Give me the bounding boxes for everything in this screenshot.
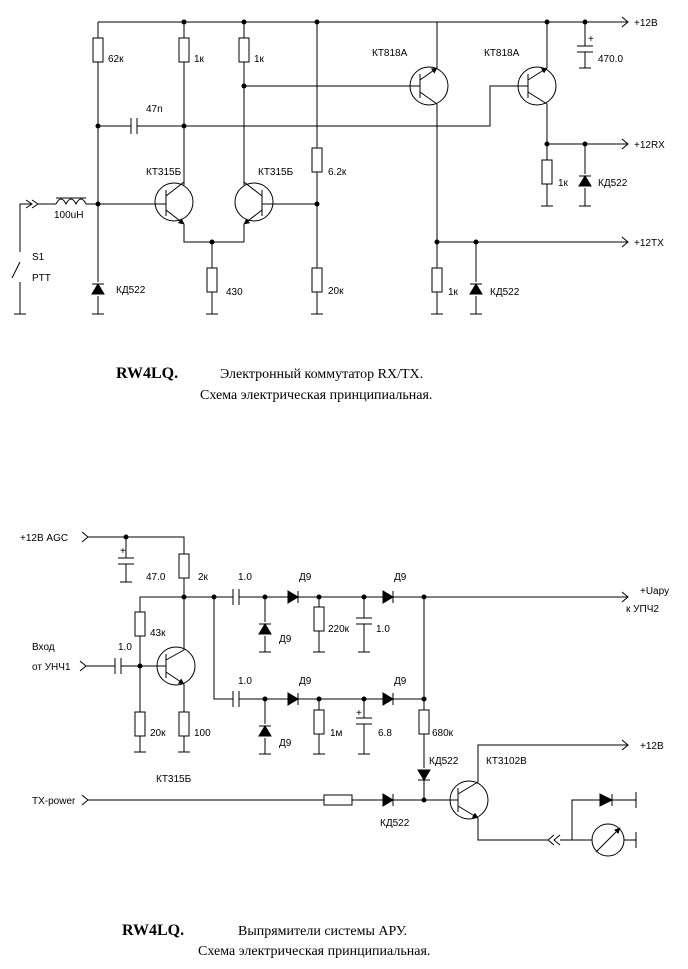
capacitor-label: 470.0 [598, 54, 623, 65]
p12v-label: +12В [640, 741, 664, 752]
resistor-label: 1к [254, 54, 265, 65]
resistor-62k: 62к [92, 22, 124, 205]
transistor-kt315b-b: КТ315Б [209, 62, 317, 245]
rail-12tx: +12TX 1к КД522 [431, 236, 664, 315]
transistor-kt818a-rx: КТ818А [484, 22, 557, 160]
diode-label: Д9 [279, 634, 292, 645]
resistor-43k: 43к 20к [134, 596, 184, 753]
input-12v-agc: +12В AGC + 47.0 2к [20, 531, 209, 650]
capacitor-label: 1.0 [238, 676, 252, 687]
resistor-label: 20к [328, 286, 344, 297]
resistor-1k-a: 1к [178, 22, 205, 185]
transistor-label: КТ3102В [486, 756, 527, 767]
resistor-label: 430 [226, 287, 243, 298]
diode-label: КД522 [598, 178, 628, 189]
resistor-label: 100 [194, 728, 211, 739]
caption-author: RW4LQ. [116, 365, 178, 382]
switch-name: PTT [32, 273, 51, 284]
output-label-1: +Uару [640, 586, 669, 597]
output-label-2: к УПЧ2 [626, 604, 659, 615]
resistor-label: 220к [328, 624, 350, 635]
resistor-label: 1к [558, 178, 569, 189]
input-unch1: Вход от УНЧ1 1.0 [32, 642, 166, 674]
schematic-agc-rectifiers: +12В AGC + 47.0 2к 43к 20к Вход от УНЧ1 … [20, 531, 669, 959]
capacitor-47n: 47n [95, 85, 520, 134]
transistor-label: КТ818А [372, 48, 408, 59]
resistor-label: 680к [432, 728, 454, 739]
diode-label: КД522 [490, 287, 520, 298]
capacitor-label: 1.0 [238, 572, 252, 583]
transistor-q1-kt315b: 100 КТ315Б [156, 646, 211, 785]
svg-text:+: + [120, 546, 126, 557]
diode-label: КД522 [116, 285, 146, 296]
rail-12tx-label: +12TX [634, 238, 664, 249]
transistor-label: КТ818А [484, 48, 520, 59]
rectifier-branch-top: 1.0 Д9 Д9 220к 1.0 Д9 +Uару к УПЧ2 [184, 572, 669, 653]
capacitor-label: 47.0 [146, 572, 166, 583]
schematic-rx-tx-switch: +12В 62к 1к 1к 47n 6.2к 20к [11, 16, 665, 403]
transistor-kt818a-tx: КТ818А [372, 22, 449, 268]
transistor-kt315b-a: КТ315Б [98, 126, 244, 243]
rail-12rx-label: +12RX [634, 140, 665, 151]
switch-ptt: S1 PTT [11, 199, 51, 315]
transistor-label: КТ315Б [258, 167, 294, 178]
diode-label: Д9 [299, 572, 312, 583]
diode-label: Д9 [279, 738, 292, 749]
capacitor-label: 1.0 [376, 624, 390, 635]
input-tx-power: TX-power КД522 [32, 793, 458, 829]
diode-kd522-a: КД522 [91, 205, 146, 315]
transistor-q2-kt3102v: +12В КТ3102В [449, 739, 664, 841]
resistor-label: 6.2к [328, 167, 347, 178]
diode-label: КД522 [380, 818, 410, 829]
diode-label: КД522 [429, 756, 459, 767]
caption2-subtitle: Схема электрическая принципиальная. [198, 944, 430, 959]
input-label-2: от УНЧ1 [32, 662, 71, 673]
meter-indicator [547, 792, 637, 857]
resistor-label: 2к [198, 572, 209, 583]
rail-12rx: +12RX 1к КД522 [541, 138, 665, 207]
rectifier-branch-bottom: 1.0 Д9 Д9 1м + 6.8 Д9 680к КД522 [213, 597, 459, 800]
capacitor-label: 1.0 [118, 642, 132, 653]
divider-6k2-20k: 6.2к 20к [311, 22, 347, 315]
caption-subtitle: Схема электрическая принципиальная. [200, 388, 432, 403]
capacitor-470uf: + 470.0 [577, 22, 623, 69]
inductor-label: 100uH [54, 210, 83, 221]
resistor-label: 1к [448, 287, 459, 298]
transistor-label: КТ315Б [156, 774, 192, 785]
diode-label: Д9 [299, 676, 312, 687]
txpower-label: TX-power [32, 796, 76, 807]
inductor-100uh: 100uH [38, 197, 101, 221]
resistor-1k-b: 1к [238, 22, 412, 185]
resistor-430: 430 [206, 242, 243, 315]
caption2-title: Выпрямители системы АРУ. [238, 924, 407, 939]
rail-12v-label: +12В [634, 18, 658, 29]
resistor-label: 62к [108, 54, 124, 65]
agc-input-label: +12В AGC [20, 533, 68, 544]
resistor-label: 20к [150, 728, 166, 739]
input-label-1: Вход [32, 642, 55, 653]
capacitor-label: 6.8 [378, 728, 392, 739]
resistor-label: 1к [194, 54, 205, 65]
resistor-label: 1м [330, 728, 343, 739]
svg-text:+: + [356, 708, 362, 719]
diode-label: Д9 [394, 676, 407, 687]
rail-12v: +12В [98, 16, 658, 29]
svg-text:+: + [588, 34, 594, 45]
caption2-author: RW4LQ. [122, 922, 184, 939]
caption-title: Электронный коммутатор RX/TX. [220, 367, 423, 382]
transistor-label: КТ315Б [146, 167, 182, 178]
resistor-label: 43к [150, 628, 166, 639]
diode-label: Д9 [394, 572, 407, 583]
capacitor-label: 47n [146, 104, 163, 115]
switch-ref: S1 [32, 252, 45, 263]
